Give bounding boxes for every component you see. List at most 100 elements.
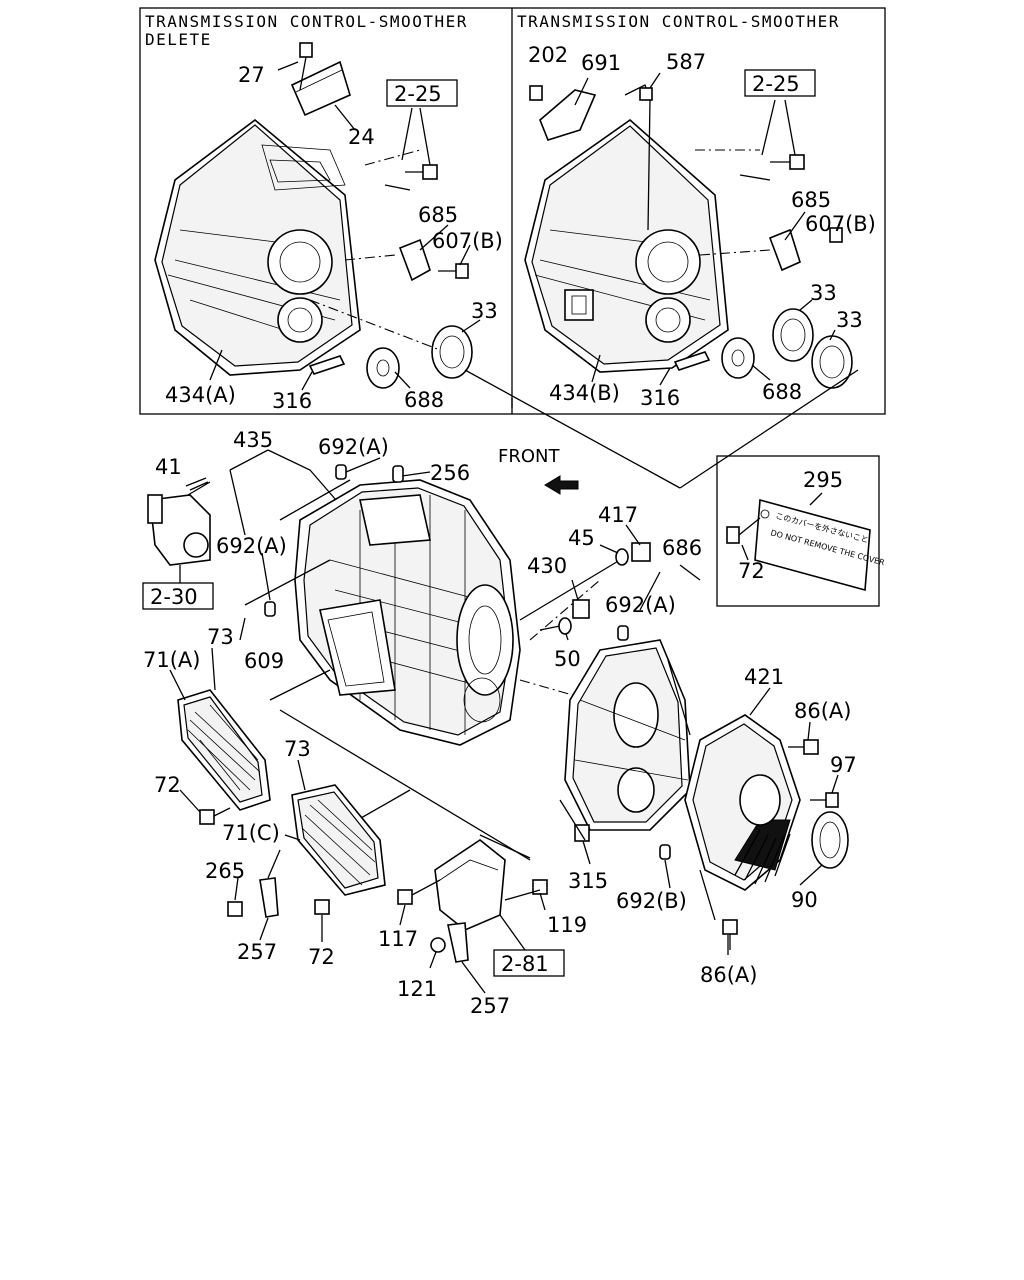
adapter-686 [564,639,691,831]
plate-316-left [308,355,346,375]
label-90: 90 [791,888,818,912]
transmission-case-435 [294,479,521,746]
label-33-left: 33 [471,299,498,323]
header-left-line2: DELETE [145,30,212,49]
bracket-685-right [768,228,801,272]
small-leaders-mid [565,524,701,641]
top-inset-frame [139,7,886,415]
label-71a: 71(A) [143,648,200,672]
label-72-sticker: 72 [738,559,765,583]
cover-71c [291,784,386,896]
label-73-1: 73 [207,625,234,649]
leader-sticker-to-seal [679,369,859,489]
bracket-691 [539,89,597,141]
pipe-587 [624,84,653,231]
hose-257-2 [447,922,469,963]
bolt-607b-left [438,263,469,279]
bolt-117 [397,889,413,905]
label-430: 430 [527,554,567,578]
svg-text:2-25: 2-25 [394,82,442,106]
bolt-607b-right [829,227,843,243]
label-45: 45 [568,526,595,550]
front-label: FRONT [498,446,560,467]
label-607b-left: 607(B) [432,229,503,253]
label-86a-2: 86(A) [700,963,757,987]
bolt-2-25-left [384,164,438,191]
washer-50 [558,617,572,635]
label-71c: 71(C) [222,821,280,845]
dowel-256 [392,465,404,483]
spring-41 [185,477,211,496]
header-left-line1: TRANSMISSION CONTROL-SMOOTHER [145,12,468,31]
label-692a-3: 692(A) [605,593,676,617]
part-labels: 27 24 685 607(B) 33 434(A) 316 688 202 6… [143,43,876,1018]
label-257-2: 257 [470,994,510,1018]
switch-assy-2-30 [147,494,211,583]
bolt-202 [529,85,543,101]
label-417: 417 [598,503,638,527]
label-121: 121 [397,977,437,1001]
label-692b: 692(B) [616,889,687,913]
label-119: 119 [547,913,587,937]
label-117: 117 [378,927,418,951]
bracket-685-left [398,238,431,282]
header-right-line1: TRANSMISSION CONTROL-SMOOTHER [517,12,840,31]
label-688-left: 688 [404,388,444,412]
label-316-left: 316 [272,389,312,413]
ref-box-2-25-left: 2-25 [386,79,458,107]
label-587: 587 [666,50,706,74]
ref-box-2-25-right: 2-25 [744,69,816,97]
label-692a-2: 692(A) [216,534,287,558]
bolt-86a-bottom [722,919,738,950]
extension-421 [684,714,801,891]
left-inset-leaders [209,61,481,391]
label-685-right: 685 [791,188,831,212]
seal-90 [811,811,849,869]
retainer-688-right [721,337,755,379]
ref-box-2-81: 2-81 [493,949,565,977]
label-33-right-2: 33 [836,308,863,332]
label-97: 97 [830,753,857,777]
washer-45 [615,548,629,566]
label-609: 609 [244,649,284,673]
plate-316-right [673,351,711,371]
label-295: 295 [803,468,843,492]
label-33-right-1: 33 [810,281,837,305]
bolt-315 [574,824,591,865]
label-692a-1: 692(A) [318,435,389,459]
bolt-2-25-right [739,154,805,181]
svg-text:2-25: 2-25 [752,72,800,96]
extension-leaders [559,659,839,955]
label-50: 50 [554,647,581,671]
pump-leaders [399,834,546,994]
label-435: 435 [233,428,273,452]
front-arrow-icon [544,475,579,495]
hose-257-1 [259,877,279,918]
clutch-housing-434a [154,118,361,376]
dowel-692a-adapter [617,625,629,641]
clutch-housing-434b [524,118,729,373]
label-73-2: 73 [284,737,311,761]
leader-seal-to-sticker [464,369,681,489]
sticker-box: このカバーを外さないこと DO NOT REMOVE THE COVER [716,455,886,607]
label-72-2: 72 [308,945,335,969]
label-686: 686 [662,536,702,560]
bolt-27 [299,42,313,91]
cover-24 [290,60,351,117]
label-316-right: 316 [640,386,680,410]
label-256: 256 [430,461,470,485]
label-265: 265 [205,859,245,883]
bolt-72-1 [199,807,231,825]
label-24: 24 [348,125,375,149]
label-607b-right: 607(B) [805,212,876,236]
label-202: 202 [528,43,568,67]
seal-33-right-2 [811,335,853,389]
cover-71a [177,689,271,811]
dowel-692b [659,844,671,860]
plug-430 [572,599,590,619]
bolt-72-2 [314,899,330,915]
svg-text:2-30: 2-30 [150,585,198,609]
pump-cover-2-81 [434,839,506,931]
label-691: 691 [581,51,621,75]
